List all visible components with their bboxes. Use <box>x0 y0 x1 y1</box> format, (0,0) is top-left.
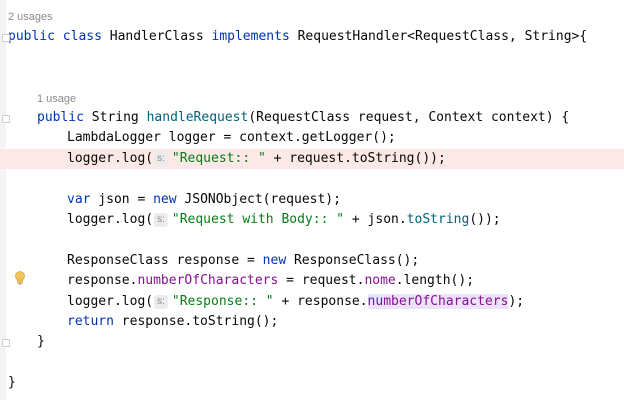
code-line-response[interactable]: ResponseClass response = new ResponseCla… <box>0 251 624 271</box>
code-text: JSONObject(request); <box>176 192 341 207</box>
code-text: response.toString(); <box>113 314 279 329</box>
keyword: new <box>262 253 287 268</box>
parameter-hint: s: <box>154 152 168 166</box>
method-name: toString <box>406 212 470 227</box>
code-text: .length(); <box>395 273 475 288</box>
code-line-class-declaration[interactable]: public class HandlerClass implements Req… <box>0 27 624 47</box>
code-text: LambdaLogger logger = context.getLogger(… <box>67 130 396 145</box>
string-literal: "Response:: " <box>171 294 274 309</box>
code-text: logger.log( <box>67 212 154 227</box>
code-text: + request.toString()); <box>265 151 446 166</box>
code-text: ResponseClass(); <box>286 253 420 268</box>
editor-gutter <box>0 0 6 400</box>
keyword: public class <box>8 29 102 44</box>
class-usages-hint[interactable]: 2 usages <box>8 11 53 23</box>
fold-marker-icon[interactable] <box>2 115 10 123</box>
fold-marker-icon[interactable] <box>2 339 10 347</box>
field-name: nome <box>364 273 396 288</box>
method-usages-hint[interactable]: 1 usage <box>37 93 77 105</box>
code-text: = request. <box>278 273 365 288</box>
code-line-logger[interactable]: LambdaLogger logger = context.getLogger(… <box>0 128 624 148</box>
keyword: implements <box>211 29 290 44</box>
fold-marker-icon[interactable] <box>2 34 10 42</box>
code-line-log-body[interactable]: logger.log(s:"Request with Body:: " + js… <box>0 210 624 230</box>
code-text: + json. <box>344 212 407 227</box>
code-line-assign[interactable]: response.numberOfCharacters = request.no… <box>0 271 624 291</box>
code-line-class-close[interactable]: } <box>0 373 624 393</box>
code-text: logger.log( <box>67 151 154 166</box>
code-line-method-declaration[interactable]: public String handleRequest(RequestClass… <box>0 108 624 128</box>
keyword: var <box>67 192 91 207</box>
string-literal: "Request:: " <box>171 151 266 166</box>
code-line-log-response[interactable]: logger.log(s:"Response:: " + response.nu… <box>0 292 624 312</box>
field-name: numberOfCharacters <box>137 273 279 288</box>
code-text: ResponseClass response = <box>67 253 263 268</box>
string-literal: "Request with Body:: " <box>171 212 345 227</box>
code-text: (RequestClass request, Context context) … <box>248 110 570 125</box>
code-text: + response. <box>273 294 368 309</box>
code-text: } <box>8 375 16 390</box>
code-text: ); <box>508 294 525 309</box>
code-text: logger.log( <box>67 294 154 309</box>
code-line-log-request[interactable]: logger.log(s:"Request:: " + request.toSt… <box>0 149 624 169</box>
keyword: public <box>37 110 84 125</box>
field-name: numberOfCharacters <box>367 294 509 309</box>
keyword: return <box>67 314 114 329</box>
code-line-return[interactable]: return response.toString(); <box>0 312 624 332</box>
code-line-json[interactable]: var json = new JSONObject(request); <box>0 190 624 210</box>
code-text: RequestHandler<RequestClass, String>{ <box>289 29 588 44</box>
parameter-hint: s: <box>154 213 168 227</box>
code-text: json = <box>90 192 154 207</box>
code-text: response. <box>67 273 138 288</box>
code-line-method-close[interactable]: } <box>0 332 624 352</box>
lightbulb-icon[interactable] <box>14 271 26 285</box>
code-text: } <box>37 334 45 349</box>
method-name: handleRequest <box>146 110 249 125</box>
code-text: HandlerClass <box>101 29 212 44</box>
parameter-hint: s: <box>154 295 168 309</box>
code-text: String <box>83 110 147 125</box>
code-text: ()); <box>469 212 501 227</box>
keyword: new <box>153 192 177 207</box>
